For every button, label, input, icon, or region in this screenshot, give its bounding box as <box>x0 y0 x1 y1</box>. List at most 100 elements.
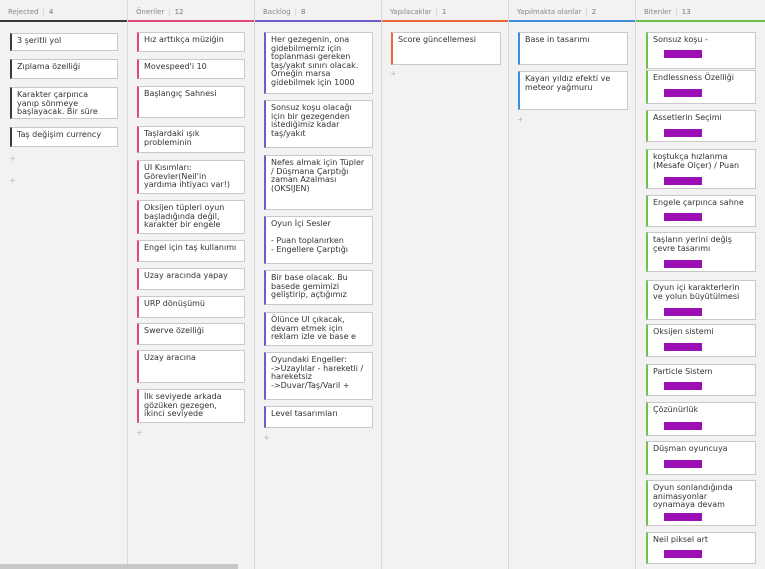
card[interactable]: Bir base olacak. Bu basede gemimizi geli… <box>264 270 373 305</box>
add-card-button[interactable]: + <box>390 69 397 78</box>
card[interactable]: Taş değişim currency <box>10 127 118 147</box>
column-count: 4 <box>48 8 54 16</box>
card-label-tag <box>664 177 702 185</box>
card-text: İlk seviyede arkada gözüken gezegen, iki… <box>144 392 222 418</box>
card-text: Assetlerin Seçimi <box>653 113 722 122</box>
add-card-button[interactable]: + <box>136 428 143 437</box>
card-text: Uzay aracında yapay <box>144 271 228 280</box>
card[interactable]: Oksijen tüpleri oyun başladığında değil,… <box>137 200 245 234</box>
add-card-button[interactable]: + <box>263 433 270 442</box>
column-color-bar <box>0 20 127 22</box>
card[interactable]: Engel için taş kullanımı <box>137 240 245 262</box>
card[interactable]: İlk seviyede arkada gözüken gezegen, iki… <box>137 389 245 423</box>
column-yapilmakta-olanlar: Yapılmakta olanlar|2 Base in tasarımı Ka… <box>509 0 636 569</box>
card[interactable]: Oyun sonlandığında animasyonlar oynamaya… <box>646 480 756 526</box>
card[interactable]: Hız arttıkça müziğin <box>137 32 245 52</box>
card-label-tag <box>664 50 702 58</box>
card-text: koştukça hızlanma (Mesafe Olçer) / Puan <box>653 152 740 170</box>
card-label-tag <box>664 308 702 316</box>
column-title: Yapılacaklar <box>390 8 432 16</box>
column-color-bar <box>509 20 635 22</box>
column-header[interactable]: Rejected|4 <box>8 8 54 16</box>
card-text: Düşman oyuncuya <box>653 444 728 453</box>
column-bitenler: Bitenler|13 Sonsuz koşu - Endlessness Öz… <box>636 0 765 569</box>
column-header[interactable]: Yapılacaklar|1 <box>390 8 447 16</box>
card[interactable]: Uzay aracında yapay <box>137 268 245 290</box>
card[interactable]: Her gezegenin, ona gidebilmemiz için top… <box>264 32 373 94</box>
column-backlog: Backlog|8 Her gezegenin, ona gidebilmemi… <box>255 0 382 569</box>
card[interactable]: Uzay aracına <box>137 350 245 383</box>
card-label-tag <box>664 89 702 97</box>
card[interactable]: Oyun içi karakterlerin ve yolun büyütülm… <box>646 280 756 320</box>
card[interactable]: URP dönüşümü <box>137 296 245 318</box>
card-text: Kayan yıldız efekti ve meteor yağmuru <box>525 74 611 92</box>
card-text: Particle Sistem <box>653 367 713 376</box>
card[interactable]: Zıplama özelliği <box>10 59 118 79</box>
column-color-bar <box>636 20 765 22</box>
card-label-tag <box>664 213 702 221</box>
column-header[interactable]: Yapılmakta olanlar|2 <box>517 8 597 16</box>
card[interactable]: Engele çarpınca sahne <box>646 195 756 227</box>
card[interactable]: Base in tasarımı <box>518 32 628 65</box>
card-text: Oyun sonlandığında animasyonlar oynamaya… <box>653 483 733 509</box>
card-text: Uzay aracına <box>144 353 196 362</box>
card-text: Movespeed'i 10 <box>144 62 207 71</box>
add-card-button[interactable]: + <box>9 176 16 185</box>
column-rejected: Rejected|4 3 şeritli yol Zıplama özelliğ… <box>0 0 128 569</box>
column-title: Yapılmakta olanlar <box>517 8 582 16</box>
column-count: 13 <box>681 8 691 16</box>
card-label-tag <box>664 343 702 351</box>
card[interactable]: Başlangıç Sahnesi <box>137 86 245 118</box>
card-label-tag <box>664 382 702 390</box>
card-label-tag <box>664 422 702 430</box>
card-text: Swerve özelliği <box>144 326 205 335</box>
card[interactable]: Neil piksel art <box>646 532 756 564</box>
horizontal-scrollbar[interactable] <box>0 564 238 569</box>
column-header[interactable]: Öneriler|12 <box>136 8 184 16</box>
card[interactable]: Movespeed'i 10 <box>137 59 245 79</box>
card[interactable]: Düşman oyuncuya <box>646 441 756 475</box>
column-title: Bitenler <box>644 8 672 16</box>
card-text: Başlangıç Sahnesi <box>144 89 217 98</box>
card[interactable]: UI Kısımları: Görevler(Neil'in yardıma i… <box>137 160 245 194</box>
card[interactable]: Çözünürlük <box>646 402 756 436</box>
card[interactable]: Level tasarımları <box>264 406 373 428</box>
column-oneriler: Öneriler|12 Hız arttıkça müziğin Movespe… <box>128 0 255 569</box>
card-text: Score güncellemesi <box>398 35 476 44</box>
card[interactable]: Endlessness Özelliği <box>646 70 756 104</box>
card[interactable]: Taşlardaki ışık probleminin <box>137 126 245 153</box>
card[interactable]: koştukça hızlanma (Mesafe Olçer) / Puan <box>646 149 756 189</box>
card[interactable]: taşların yerini değiş çevre tasarımı <box>646 232 756 272</box>
card-text: Oyun içi karakterlerin ve yolun büyütülm… <box>653 283 740 301</box>
card[interactable]: Score güncellemesi <box>391 32 501 65</box>
card[interactable]: Oyundaki Engeller: ->Uzaylılar - hareket… <box>264 352 373 400</box>
card-text: Bir base olacak. Bu basede gemimizi geli… <box>271 273 348 299</box>
card[interactable]: Assetlerin Seçimi <box>646 110 756 142</box>
card[interactable]: Sonsuz koşu - <box>646 32 756 69</box>
column-count: 2 <box>591 8 597 16</box>
column-header[interactable]: Backlog|8 <box>263 8 306 16</box>
column-header[interactable]: Bitenler|13 <box>644 8 691 16</box>
column-title: Rejected <box>8 8 39 16</box>
card[interactable]: Sonsuz koşu olacağı için bir gezegenden … <box>264 100 373 148</box>
column-color-bar <box>128 20 254 22</box>
card-text: Endlessness Özelliği <box>653 73 734 82</box>
card[interactable]: Nefes almak için Tüpler / Düşmana Çarptı… <box>264 155 373 210</box>
column-count: 1 <box>441 8 447 16</box>
add-card-button[interactable]: + <box>517 115 524 124</box>
card[interactable]: Ölünce UI çıkacak, devam etmek için rekl… <box>264 312 373 346</box>
card[interactable]: Oksijen sistemi <box>646 324 756 357</box>
card-text: Taş değişim currency <box>17 130 102 139</box>
column-color-bar <box>382 20 508 22</box>
card[interactable]: Swerve özelliği <box>137 323 245 345</box>
card[interactable]: Kayan yıldız efekti ve meteor yağmuru <box>518 71 628 110</box>
column-color-bar <box>255 20 381 22</box>
add-card-button[interactable]: + <box>9 154 16 163</box>
card-text: UI Kısımları: Görevler(Neil'in yardıma i… <box>144 163 231 189</box>
card[interactable]: Oyun İçi Sesler - Puan toplanırken - Eng… <box>264 216 373 264</box>
card[interactable]: Karakter çarpınca yanıp sönmeye başlayac… <box>10 87 118 119</box>
card[interactable]: 3 şeritli yol <box>10 33 118 51</box>
card[interactable]: Particle Sistem <box>646 364 756 396</box>
card-text: Base in tasarımı <box>525 35 590 44</box>
